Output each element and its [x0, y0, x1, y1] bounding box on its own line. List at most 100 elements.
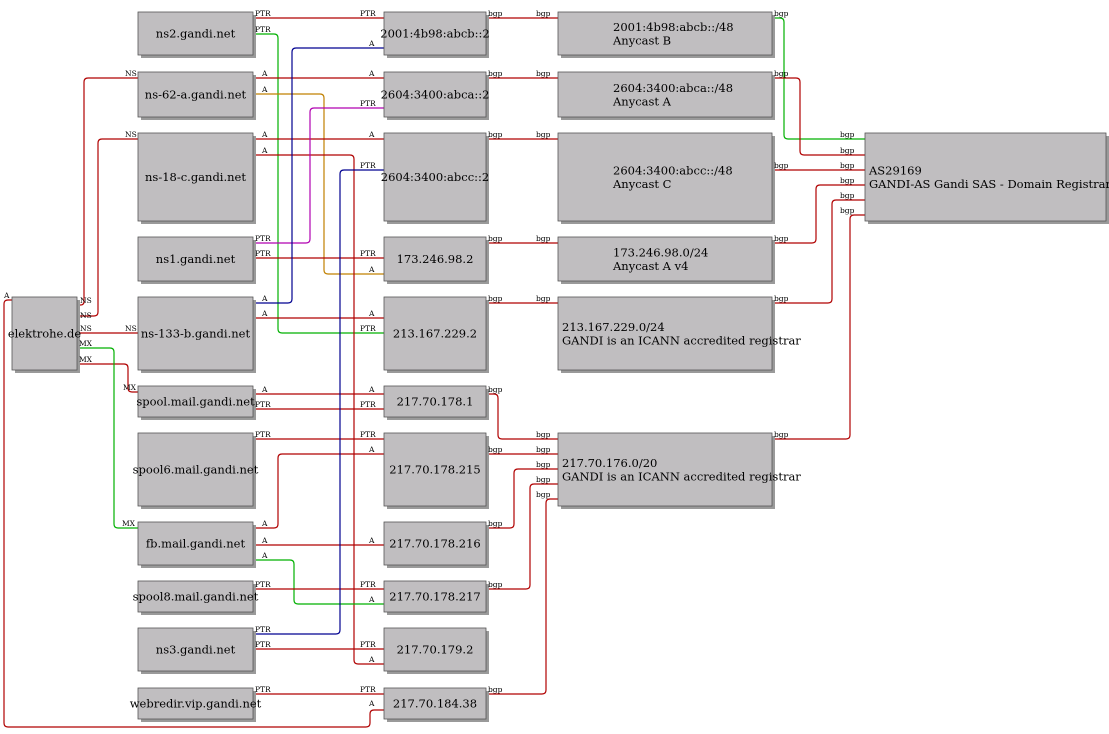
node-box — [557, 432, 773, 507]
node-ip1[interactable]: 2001:4b98:abcb::2 — [380, 11, 490, 58]
node-ip7[interactable]: 217.70.178.215 — [383, 432, 489, 509]
node-label: 217.70.178.217 — [389, 590, 480, 604]
edge-line — [772, 199, 865, 304]
edge-end-label: bgp — [536, 69, 551, 78]
node-ip3[interactable]: 2604:3400:abcc::2 — [381, 132, 489, 224]
edge-start-label: PTR — [255, 625, 271, 634]
edge-end-label: MX — [123, 383, 137, 392]
edge-start-label: PTR — [255, 580, 271, 589]
node-fb[interactable]: fb.mail.gandi.net — [137, 521, 256, 568]
edge-end-label: PTR — [360, 400, 376, 409]
node-label: 213.167.229.2 — [393, 327, 477, 341]
node-elk[interactable]: elektrohe.de — [8, 296, 82, 373]
edge-end-label: bgp — [536, 460, 551, 469]
edge-ip8-p6 — [486, 468, 558, 529]
edge-ns2-ip5 — [253, 33, 384, 334]
edge-start-label: NS — [80, 311, 92, 320]
edge-start-label: A — [261, 294, 268, 303]
node-label: 217.70.178.215 — [389, 463, 480, 477]
edge-end-label: bgp — [840, 176, 855, 185]
node-ns62[interactable]: ns-62-a.gandi.net — [137, 71, 256, 120]
node-ip4[interactable]: 173.246.98.2 — [383, 236, 489, 284]
node-ns2[interactable]: ns2.gandi.net — [137, 11, 256, 58]
node-box — [137, 432, 254, 507]
node-box — [557, 132, 773, 222]
edge-line — [486, 393, 558, 440]
edge-start-label: bgp — [774, 430, 789, 439]
node-ip11[interactable]: 217.70.184.38 — [383, 687, 489, 722]
edge-end-label: PTR — [360, 99, 376, 108]
node-ip5[interactable]: 213.167.229.2 — [383, 296, 489, 373]
node-ns18[interactable]: ns-18-c.gandi.net — [137, 132, 256, 224]
edge-line — [486, 468, 558, 529]
node-box — [383, 296, 487, 371]
edge-end-label: A — [368, 536, 375, 545]
node-ip8[interactable]: 217.70.178.216 — [383, 521, 489, 568]
edge-fb-ip7 — [253, 453, 384, 529]
edge-ns1-ip2 — [253, 107, 384, 244]
edge-start-label: PTR — [255, 685, 271, 694]
edge-line — [253, 107, 384, 244]
node-ip10[interactable]: 217.70.179.2 — [383, 627, 489, 674]
nodes-layer: elektrohe.de ns2.gandi.net ns-62-a.gandi.n… — [8, 11, 1109, 722]
node-box — [137, 71, 254, 118]
node-box — [137, 385, 254, 418]
edge-end-label: A — [368, 265, 375, 274]
node-box — [137, 296, 254, 371]
edge-end-label: NS — [125, 324, 137, 333]
node-ip9[interactable]: 217.70.178.217 — [383, 580, 489, 615]
edge-start-label: A — [261, 130, 268, 139]
edge-end-label: PTR — [360, 685, 376, 694]
edge-line — [253, 169, 384, 635]
node-ip6[interactable]: 217.70.178.1 — [383, 385, 489, 420]
node-ns133[interactable]: ns-133-b.gandi.net — [137, 296, 256, 373]
node-spool8[interactable]: spool8.mail.gandi.net — [133, 580, 259, 615]
node-webr[interactable]: webredir.vip.gandi.net — [130, 687, 262, 722]
node-label: 2604:3400:abcc::2 — [381, 170, 489, 184]
edge-elk-ns18 — [77, 138, 138, 317]
node-spool6[interactable]: spool6.mail.gandi.net — [133, 432, 259, 509]
node-label: spool.mail.gandi.net — [136, 395, 255, 409]
edge-line — [772, 77, 865, 156]
edge-start-label: PTR — [255, 400, 271, 409]
node-box — [137, 236, 254, 282]
node-ns1[interactable]: ns1.gandi.net — [137, 236, 256, 284]
edge-ip6-p6 — [486, 393, 558, 440]
node-spool[interactable]: spool.mail.gandi.net — [136, 385, 256, 420]
edge-p4-as — [772, 184, 865, 244]
node-label: Anycast A — [612, 94, 672, 108]
edge-start-label: NS — [80, 296, 92, 305]
node-box — [383, 71, 487, 118]
node-label: 217.70.179.2 — [397, 643, 474, 657]
edge-start-label: PTR — [255, 25, 271, 34]
node-box — [383, 385, 487, 418]
edge-line — [253, 33, 384, 334]
edge-elk-fb — [77, 347, 138, 529]
edge-line — [772, 214, 865, 440]
edge-end-label: PTR — [360, 249, 376, 258]
edge-start-label: bgp — [488, 130, 503, 139]
edge-end-label: PTR — [360, 580, 376, 589]
edge-end-label: bgp — [536, 9, 551, 18]
edge-start-label: bgp — [488, 9, 503, 18]
edge-end-label: bgp — [840, 130, 855, 139]
node-ns3[interactable]: ns3.gandi.net — [137, 627, 256, 674]
edge-line — [3, 299, 384, 728]
edge-p5-as — [772, 199, 865, 304]
edge-end-label: A — [368, 69, 375, 78]
node-label: fb.mail.gandi.net — [146, 537, 246, 551]
edge-elk-ip11 — [3, 299, 384, 728]
node-ip2[interactable]: 2604:3400:abca::2 — [381, 71, 490, 120]
edge-p2-as — [772, 77, 865, 156]
node-label: 173.246.98.2 — [397, 252, 474, 266]
edge-end-label: A — [368, 309, 375, 318]
node-label: ns-133-b.gandi.net — [141, 327, 251, 341]
